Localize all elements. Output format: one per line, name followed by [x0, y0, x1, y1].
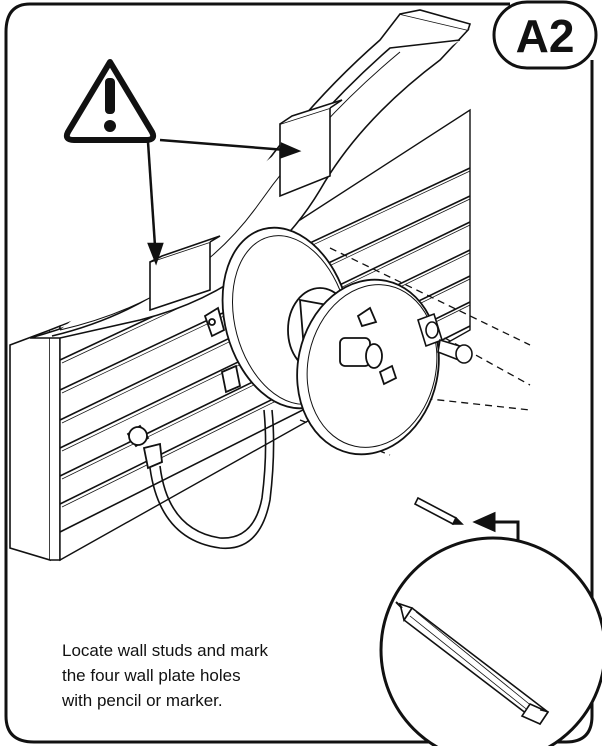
step-badge: A2	[492, 0, 598, 70]
wall-bracket	[417, 312, 473, 364]
pencil-icon	[413, 496, 464, 526]
reel-front-disk	[296, 278, 440, 456]
instruction-line-2: the four wall plate holes	[62, 666, 241, 685]
warning-arrows	[146, 138, 302, 266]
warning-icon	[63, 59, 157, 143]
panel-frame	[4, 2, 594, 744]
step-badge-label: A2	[516, 10, 575, 62]
pencil-detail-circle	[379, 536, 602, 746]
instruction-line-1: Locate wall studs and mark	[62, 641, 268, 660]
wall-cutaway	[29, 9, 472, 339]
garden-hose	[149, 409, 275, 550]
instruction-line-3: with pencil or marker.	[62, 691, 223, 710]
instruction-text: Locate wall studs and mark the four wall…	[62, 638, 362, 713]
spigot	[126, 424, 163, 470]
